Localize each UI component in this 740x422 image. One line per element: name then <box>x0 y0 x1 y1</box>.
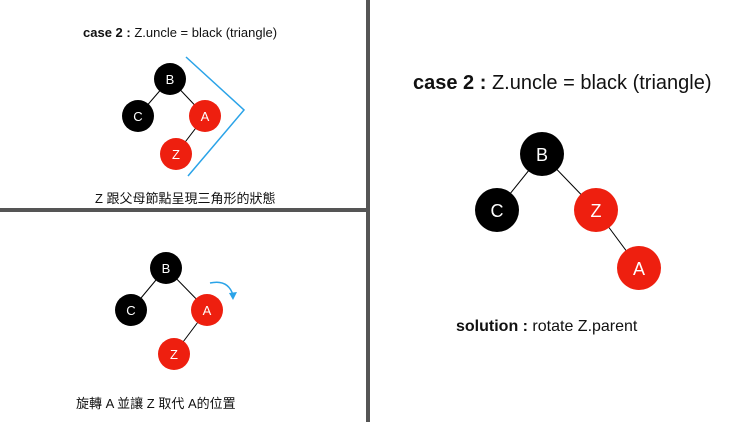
node-c-label: C <box>491 201 504 221</box>
tree-top-left: B C A Z <box>122 56 246 177</box>
right-title: case 2 : Z.uncle = black (triangle) <box>413 72 712 95</box>
title-rest: Z.uncle = black (triangle) <box>486 72 712 94</box>
node-z <box>160 138 192 170</box>
node-a <box>617 246 661 290</box>
node-c-label: C <box>133 109 142 124</box>
node-a-label: A <box>633 259 645 279</box>
rotate-arrowhead-icon <box>229 292 237 300</box>
solution-rest: rotate Z.parent <box>527 318 638 335</box>
node-z-label: Z <box>170 347 178 362</box>
bottom-left-caption: 旋轉 A 並讓 Z 取代 A的位置 <box>76 396 236 411</box>
tree-right: B C Z A <box>475 132 661 290</box>
node-b <box>520 132 564 176</box>
node-a <box>189 100 221 132</box>
node-b <box>150 252 182 284</box>
node-c <box>115 294 147 326</box>
node-z-label: Z <box>591 201 602 221</box>
tree-bottom-left: B C A Z <box>115 252 237 370</box>
right-solution: solution : rotate Z.parent <box>456 318 637 336</box>
node-z-label: Z <box>172 147 180 162</box>
node-b-label: B <box>536 145 548 165</box>
node-b-label: B <box>166 72 175 87</box>
vertical-divider <box>366 0 370 422</box>
rotate-arrow-icon <box>209 281 234 296</box>
top-left-title: case 2 : Z.uncle = black (triangle) <box>83 25 277 40</box>
node-c <box>122 100 154 132</box>
node-z <box>158 338 190 370</box>
node-z <box>574 188 618 232</box>
title-rest: Z.uncle = black (triangle) <box>130 25 278 40</box>
node-a-label: A <box>201 109 210 124</box>
triangle-bracket <box>185 56 246 177</box>
title-bold: case 2 : <box>83 25 131 40</box>
node-b <box>154 63 186 95</box>
top-left-caption: Z 跟父母節點呈現三角形的狀態 <box>95 191 276 206</box>
node-c-label: C <box>126 303 135 318</box>
node-c <box>475 188 519 232</box>
node-b-label: B <box>162 261 171 276</box>
node-a <box>191 294 223 326</box>
node-a-label: A <box>203 303 212 318</box>
horizontal-divider <box>0 208 368 212</box>
solution-bold: solution : <box>456 318 528 335</box>
title-bold: case 2 : <box>413 72 487 94</box>
